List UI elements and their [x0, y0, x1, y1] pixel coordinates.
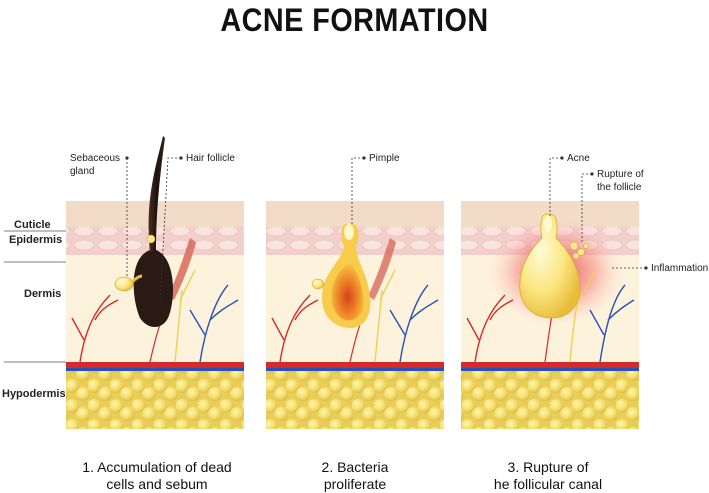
- caption-2-line1: 2. Bacteria: [322, 459, 389, 475]
- rupture-label-line1: Rupture of: [597, 169, 644, 180]
- page-title: ACNE FORMATION: [220, 2, 489, 38]
- panel-2-skin: [266, 201, 444, 429]
- layer-label-hypodermis: Hypodermis: [2, 388, 66, 400]
- caption-2-line2: proliferate: [324, 476, 386, 492]
- pimple-label: Pimple: [369, 153, 400, 164]
- acne-label: Acne: [567, 153, 590, 164]
- caption-3-line2: he follicular canal: [494, 476, 602, 492]
- layer-labels: Cuticle Epidermis Dermis Hypodermis: [2, 219, 66, 400]
- captions: 1. Accumulation of dead cells and sebum …: [82, 459, 602, 492]
- sebaceous-gland-label-line1: Sebaceous: [70, 153, 120, 164]
- layer-label-epidermis: Epidermis: [9, 234, 62, 246]
- layer-label-cuticle: Cuticle: [14, 219, 51, 231]
- sebaceous-gland-label-line2: gland: [70, 166, 94, 177]
- caption-1-line1: 1. Accumulation of dead: [82, 459, 231, 475]
- panel-3-skin: [461, 201, 639, 429]
- inflammation-label: Inflammation: [651, 263, 708, 274]
- panel-3-callouts: Acne Rupture of the follicle Inflammatio…: [549, 153, 708, 274]
- panel-1-callouts: Sebaceous gland Hair follicle: [70, 153, 235, 306]
- panel-1-skin: [66, 136, 244, 429]
- panel-2-callouts: Pimple: [351, 153, 400, 226]
- caption-1-line2: cells and sebum: [106, 476, 207, 492]
- caption-3-line1: 3. Rupture of: [508, 459, 589, 475]
- layer-label-dermis: Dermis: [24, 288, 61, 300]
- hair-follicle-label: Hair follicle: [186, 153, 235, 164]
- rupture-label-line2: the follicle: [597, 182, 642, 193]
